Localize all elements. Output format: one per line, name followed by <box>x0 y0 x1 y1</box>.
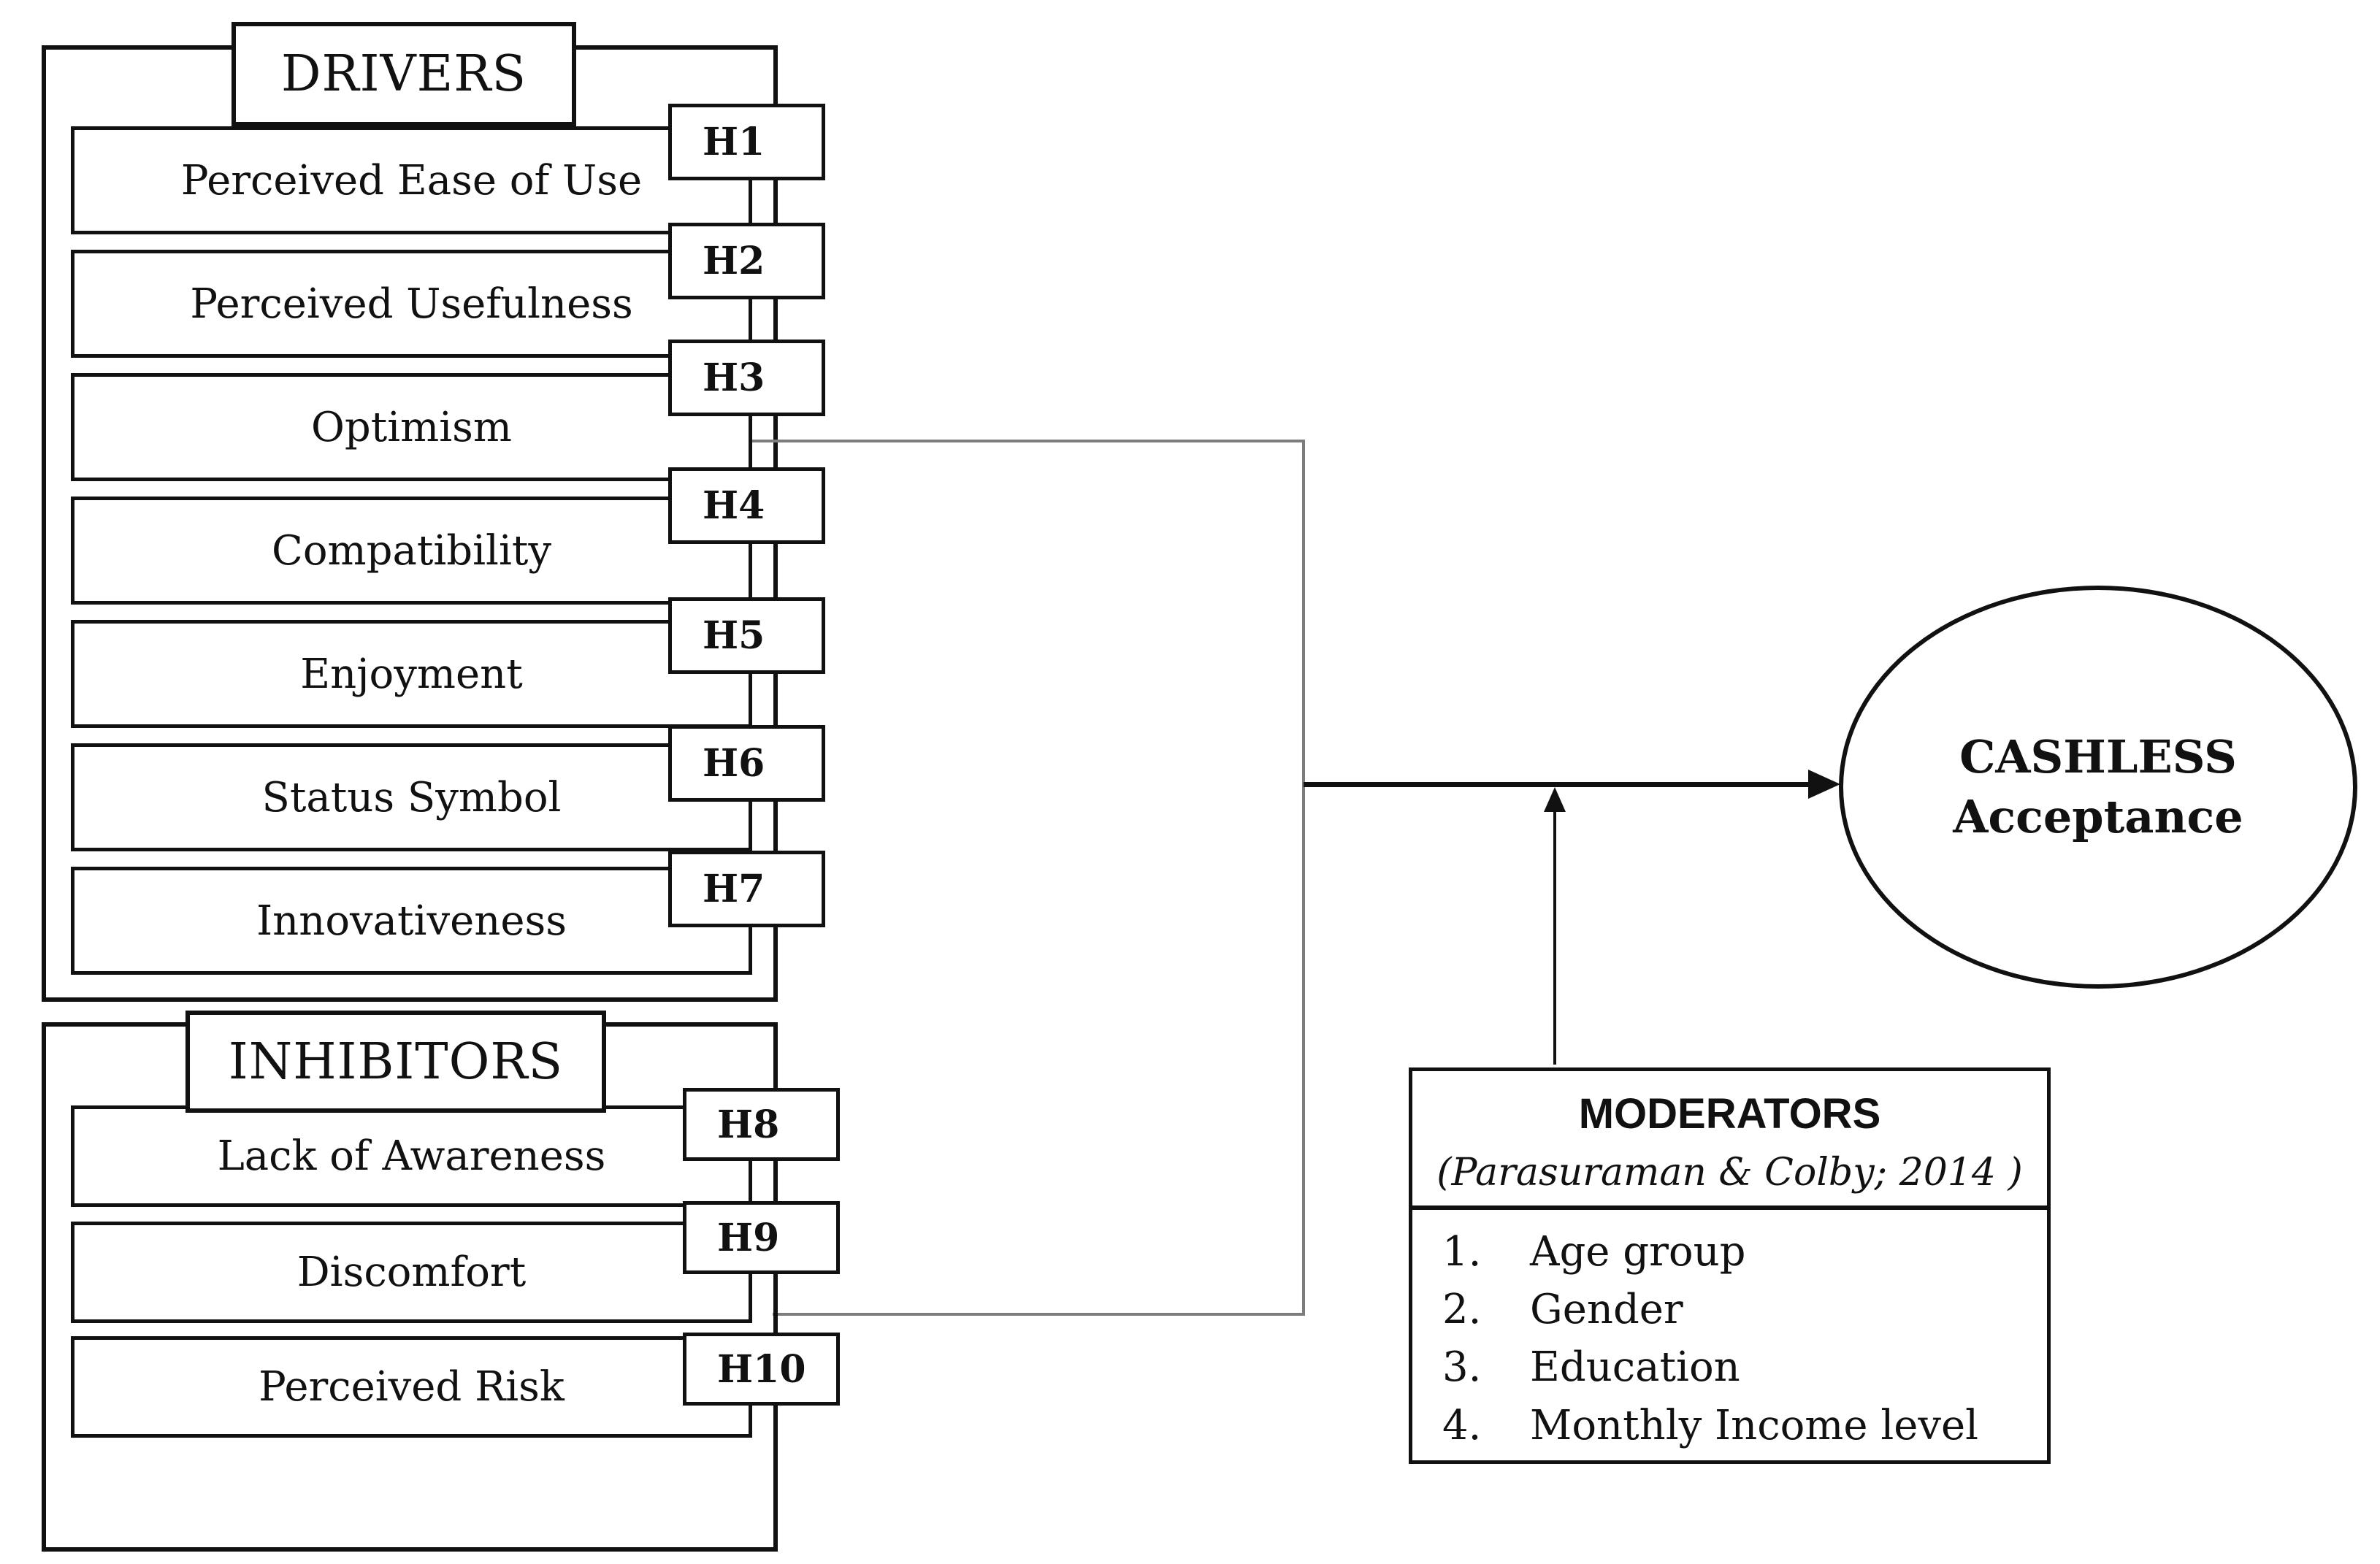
driver-box-status-symbol: Status Symbol <box>71 743 752 851</box>
hypothesis-badge-h3: H3 <box>668 340 825 416</box>
moderator-item-number: 1. <box>1442 1228 1482 1276</box>
driver-box-perceived-ease-of-use: Perceived Ease of Use <box>71 126 752 234</box>
hypothesis-badge-h6: H6 <box>668 725 825 802</box>
inhibitors-title-box: INHIBITORS <box>185 1011 606 1113</box>
hypothesis-label: H6 <box>703 741 765 786</box>
hypothesis-badge-h1: H1 <box>668 104 825 180</box>
driver-label: Compatibility <box>271 526 552 575</box>
moderators-source: (Parasuraman & Colby; 2014 ) <box>1436 1151 2023 1195</box>
inhibitor-box-discomfort: Discomfort <box>71 1222 752 1323</box>
hypothesis-label: H7 <box>703 867 765 911</box>
moderator-item-age-group: Age group <box>1530 1228 1746 1276</box>
inhibitor-box-lack-of-awareness: Lack of Awareness <box>71 1105 752 1207</box>
driver-label: Enjoyment <box>300 650 523 698</box>
inhibitor-label: Discomfort <box>296 1249 527 1296</box>
hypothesis-badge-h4: H4 <box>668 467 825 544</box>
inhibitors-title: INHIBITORS <box>228 1032 564 1091</box>
hypothesis-badge-h2: H2 <box>668 223 825 299</box>
driver-label: Perceived Usefulness <box>190 280 633 328</box>
inhibitor-label: Perceived Risk <box>259 1363 565 1411</box>
hypothesis-label: H4 <box>703 483 765 528</box>
moderator-item-education: Education <box>1530 1343 1740 1391</box>
moderator-item-number: 3. <box>1442 1343 1482 1391</box>
hypothesis-badge-h9: H9 <box>683 1201 840 1274</box>
driver-label: Innovativeness <box>256 897 567 945</box>
moderator-item-number: 2. <box>1442 1286 1482 1333</box>
moderator-arrowhead-icon <box>1544 787 1566 812</box>
cashless-acceptance-ellipse: CASHLESS Acceptance <box>1839 586 2357 989</box>
driver-box-innovativeness: Innovativeness <box>71 867 752 975</box>
moderator-item-gender: Gender <box>1530 1286 1683 1333</box>
connector-optimism-line <box>752 440 1305 442</box>
drivers-title: DRIVERS <box>280 45 527 103</box>
moderator-arrow-line <box>1553 805 1556 1065</box>
hypothesis-label: H10 <box>717 1346 806 1392</box>
hypothesis-badge-h8: H8 <box>683 1088 840 1161</box>
driver-box-perceived-usefulness: Perceived Usefulness <box>71 250 752 358</box>
hypothesis-label: H3 <box>703 356 765 400</box>
driver-box-enjoyment: Enjoyment <box>71 620 752 728</box>
connector-discomfort-line <box>773 1313 1305 1316</box>
outcome-line1: CASHLESS <box>1959 730 2237 784</box>
driver-label: Perceived Ease of Use <box>180 156 643 204</box>
hypothesis-label: H9 <box>717 1215 780 1260</box>
inhibitor-box-perceived-risk: Perceived Risk <box>71 1336 752 1438</box>
hypothesis-label: H8 <box>717 1102 780 1147</box>
hypothesis-label: H5 <box>703 613 765 658</box>
driver-box-optimism: Optimism <box>71 373 752 481</box>
driver-label: Status Symbol <box>261 773 562 821</box>
moderator-item-number: 4. <box>1442 1402 1482 1449</box>
hypothesis-badge-h5: H5 <box>668 597 825 674</box>
hypothesis-badge-h7: H7 <box>668 851 825 927</box>
driver-label: Optimism <box>310 403 513 451</box>
main-arrow-line <box>1304 782 1815 787</box>
moderators-box <box>1409 1067 2051 1464</box>
moderators-title: MODERATORS <box>1578 1090 1881 1138</box>
driver-box-compatibility: Compatibility <box>71 497 752 605</box>
connector-vertical-line <box>1302 440 1305 1316</box>
moderators-divider <box>1409 1205 2051 1210</box>
drivers-title-box: DRIVERS <box>232 22 576 126</box>
outcome-line2: Acceptance <box>1953 790 2243 843</box>
moderator-item-monthly-income-level: Monthly Income level <box>1530 1402 1979 1449</box>
main-arrowhead-icon <box>1808 770 1840 799</box>
inhibitor-label: Lack of Awareness <box>217 1132 606 1180</box>
hypothesis-label: H2 <box>703 239 765 283</box>
hypothesis-badge-h10: H10 <box>683 1333 840 1406</box>
hypothesis-label: H1 <box>703 120 765 164</box>
